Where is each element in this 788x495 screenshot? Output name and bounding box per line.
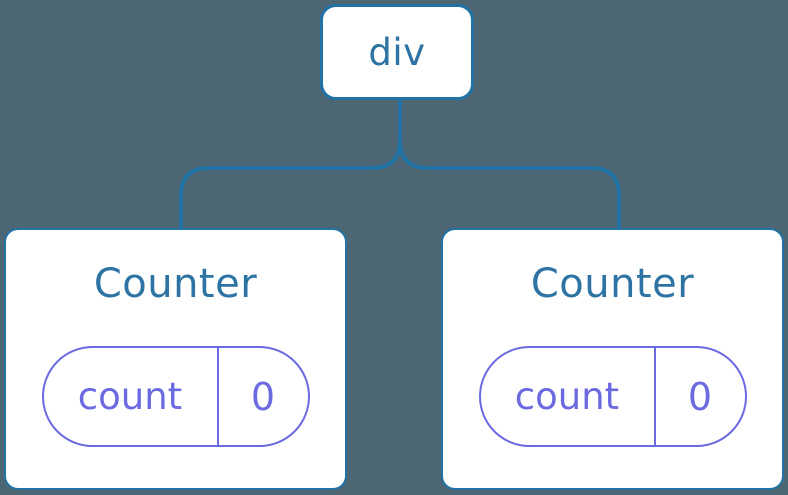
counter-title: Counter bbox=[93, 261, 258, 307]
state-value: 0 bbox=[653, 348, 745, 445]
connector-right-branch bbox=[398, 98, 621, 230]
state-key-label: count bbox=[514, 375, 620, 418]
state-pill: count 0 bbox=[41, 346, 310, 447]
counter-title: Counter bbox=[530, 261, 695, 307]
counter-card-left: Counter count 0 bbox=[4, 228, 347, 490]
root-node-label: div bbox=[368, 30, 426, 74]
counter-card-right: Counter count 0 bbox=[441, 228, 784, 490]
root-node-div: div bbox=[320, 4, 474, 100]
state-key-label: count bbox=[77, 375, 183, 418]
state-value: 0 bbox=[216, 348, 308, 445]
state-pill: count 0 bbox=[478, 346, 747, 447]
connector-left-branch bbox=[179, 98, 402, 230]
